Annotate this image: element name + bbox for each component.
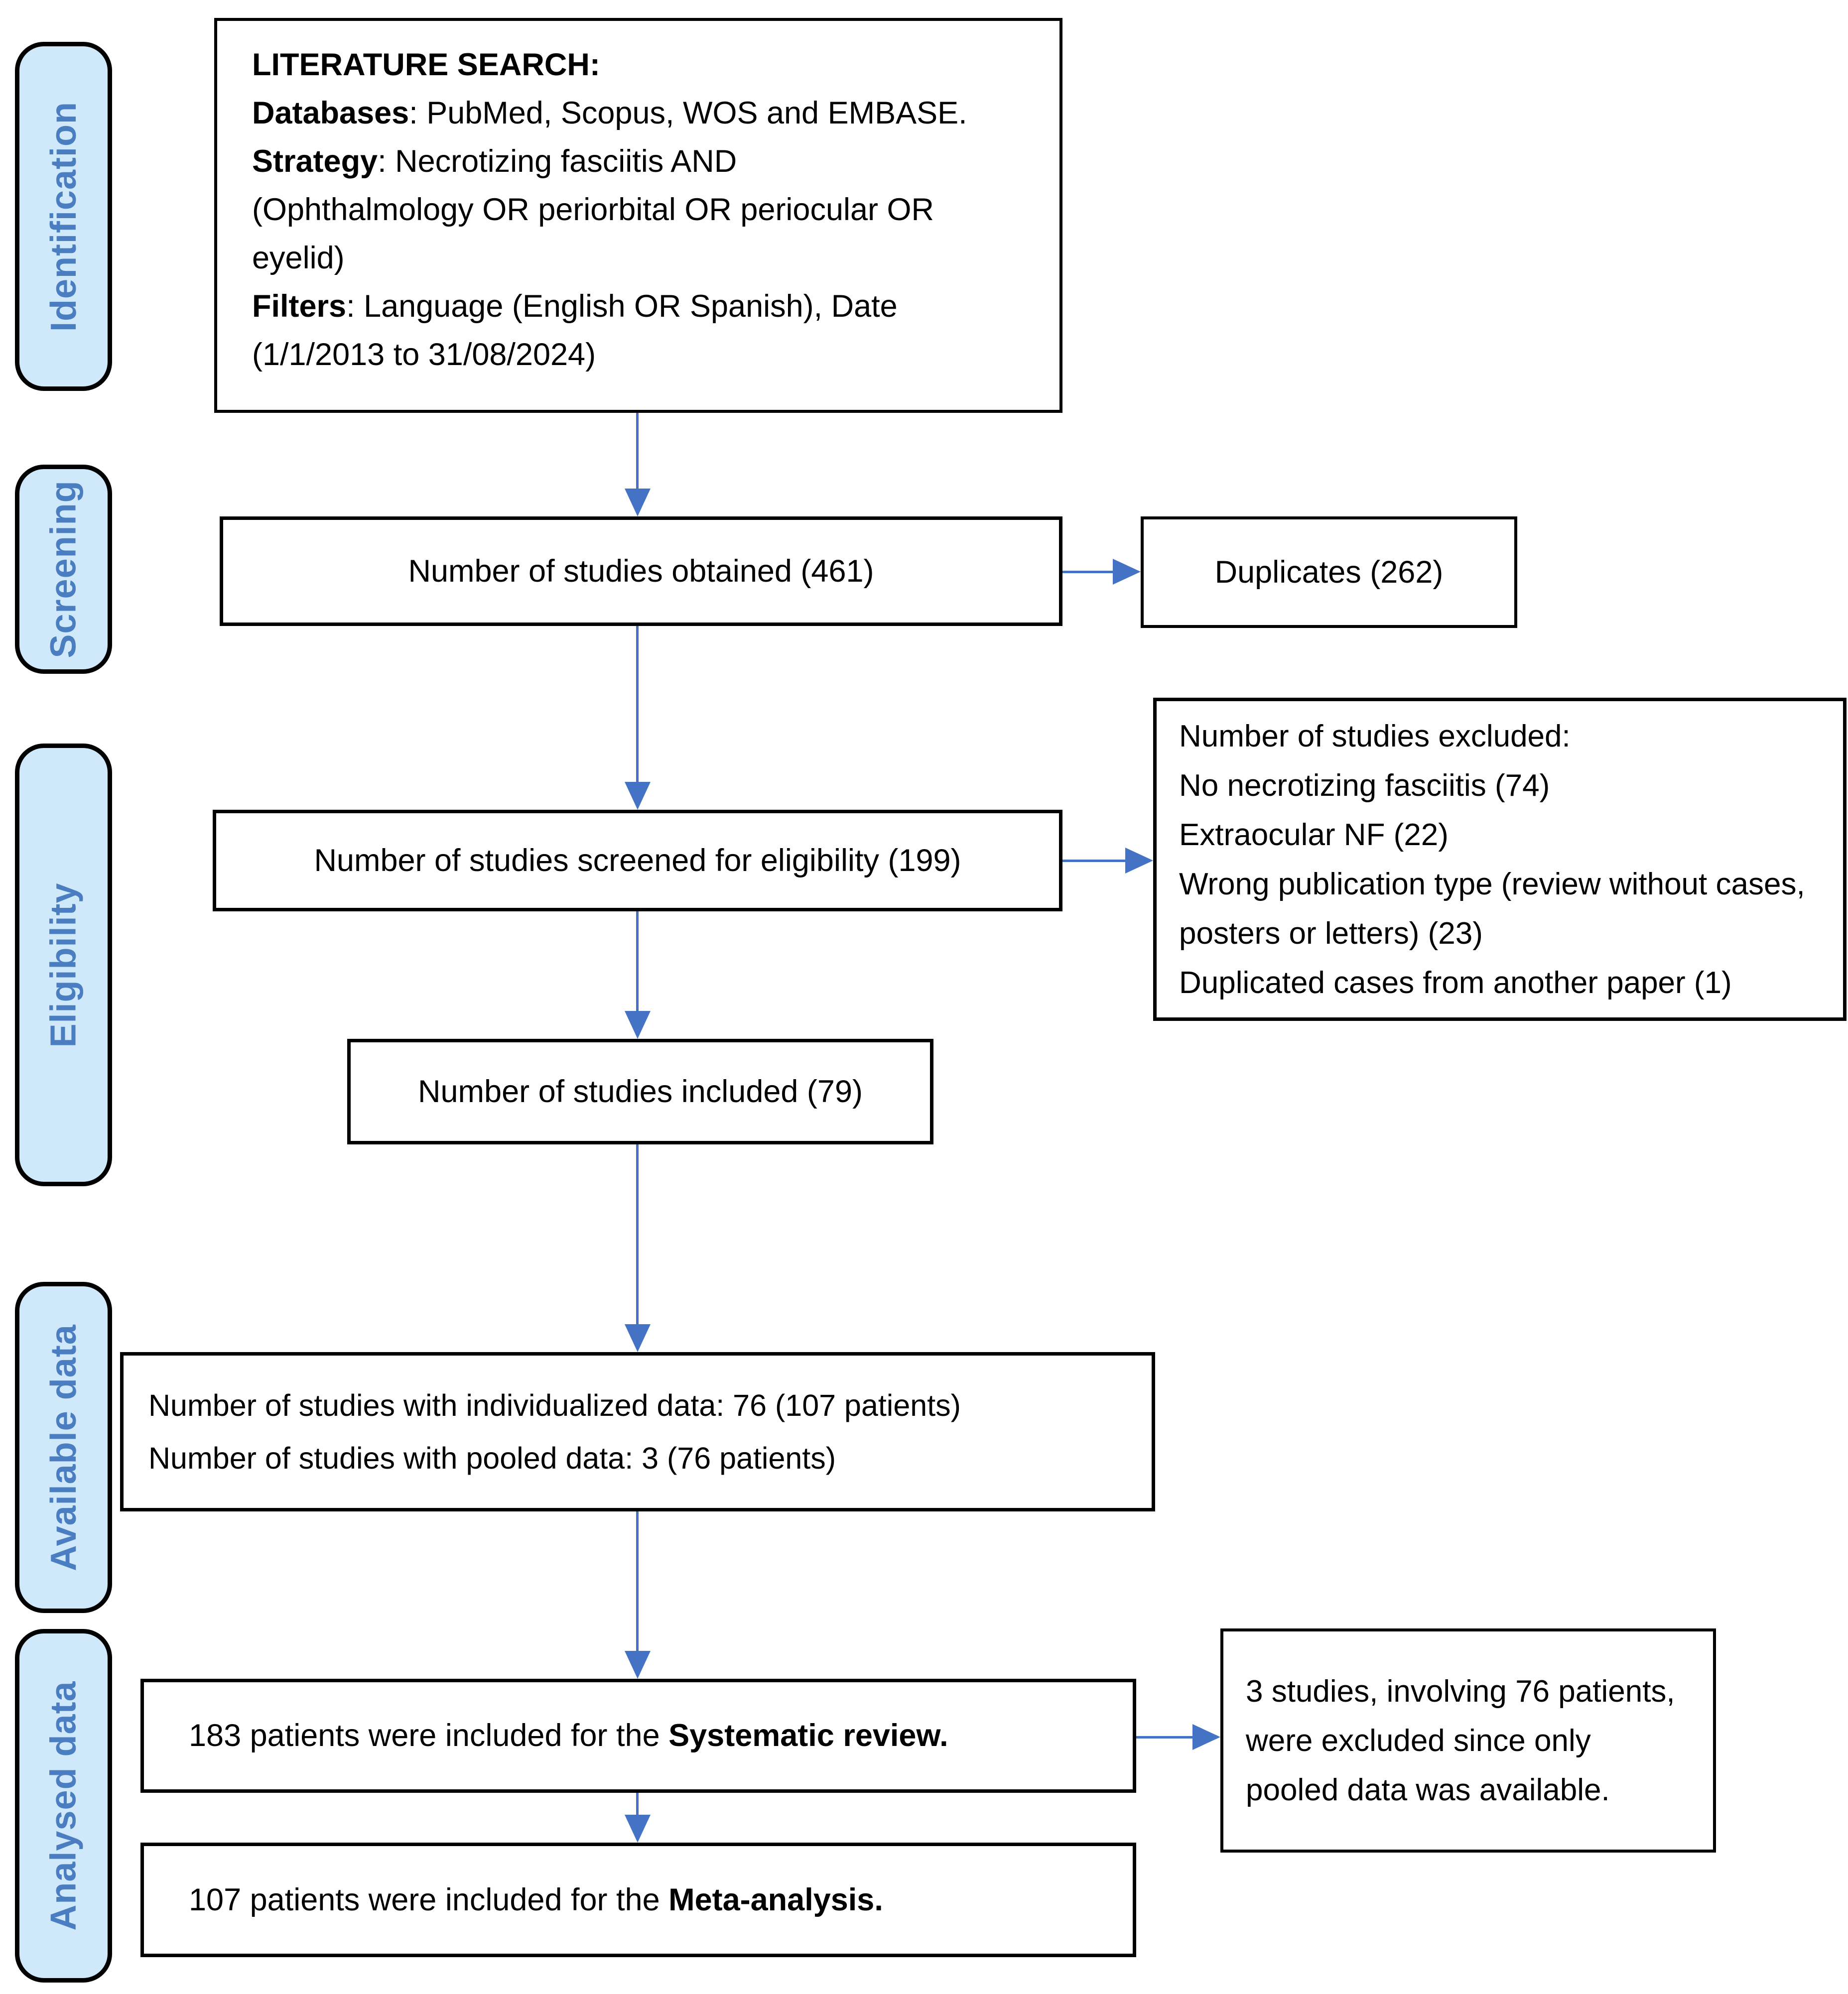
- arrow-head-icon: [625, 1815, 651, 1843]
- arrow-head-icon: [625, 1011, 651, 1039]
- arrow-shaft: [636, 626, 639, 782]
- stage-tab-available-data-label: Available data: [43, 1324, 84, 1571]
- text-line: LITERATURE SEARCH:: [252, 41, 1025, 89]
- text: eyelid): [252, 241, 345, 275]
- arrow-head-icon: [1113, 559, 1141, 585]
- text: : PubMed, Scopus, WOS and EMBASE.: [409, 96, 967, 130]
- systematic-review-text: 183 patients were included for the Syste…: [189, 1712, 1088, 1760]
- studies-included-text: Number of studies included (79): [418, 1074, 863, 1109]
- arrow-shaft: [1062, 571, 1115, 573]
- excluded-line: No necrotizing fasciitis (74): [1179, 768, 1550, 803]
- arrow-head-icon: [625, 1651, 651, 1679]
- bold-text: Filters: [252, 289, 347, 324]
- bold-text: Systematic review.: [668, 1718, 948, 1753]
- text-line: Strategy: Necrotizing fasciitis AND: [252, 137, 1025, 186]
- text: : Language (English OR Spanish), Date: [346, 289, 898, 324]
- stage-tab-analysed-data: Analysed data: [15, 1629, 112, 1983]
- text-line: Databases: PubMed, Scopus, WOS and EMBAS…: [252, 89, 1025, 137]
- arrow-shaft: [636, 911, 639, 1011]
- excluded-line: Duplicated cases from another paper (1): [1179, 965, 1732, 1000]
- box-pooled-excluded: 3 studies, involving 76 patients, were e…: [1220, 1628, 1716, 1853]
- available-data-line: Number of studies with individualized da…: [148, 1388, 961, 1422]
- box-studies-included: Number of studies included (79): [347, 1039, 933, 1144]
- text-line: eyelid): [252, 234, 1025, 282]
- excluded-line: Extraocular NF (22): [1179, 817, 1449, 852]
- text-line: (Ophthalmology OR periorbital OR periocu…: [252, 186, 1025, 234]
- meta-analysis-text: 107 patients were included for the Meta-…: [189, 1876, 1088, 1924]
- arrow-shaft: [636, 1511, 639, 1651]
- box-literature-search: LITERATURE SEARCH: Databases: PubMed, Sc…: [214, 18, 1062, 413]
- stage-tab-eligibility: Eligibility: [15, 744, 112, 1186]
- arrow-head-icon: [1125, 848, 1153, 873]
- stage-tab-eligibility-label: Eligibility: [43, 882, 84, 1048]
- excluded-line: Wrong publication type (review without c…: [1179, 867, 1805, 951]
- arrow-shaft: [1062, 860, 1127, 862]
- excluded-line: Number of studies excluded:: [1179, 719, 1571, 753]
- text: 183 patients were included for the: [189, 1718, 669, 1753]
- stage-tab-identification: Identification: [15, 42, 112, 391]
- bold-text: LITERATURE SEARCH:: [252, 47, 600, 82]
- studies-screened-text: Number of studies screened for eligibili…: [314, 843, 961, 878]
- arrow-head-icon: [625, 1324, 651, 1352]
- bold-text: Meta-analysis.: [668, 1882, 883, 1917]
- text-line: (1/1/2013 to 31/08/2024): [252, 331, 1025, 379]
- arrow-shaft: [636, 1793, 639, 1815]
- stage-tab-available-data: Available data: [15, 1282, 112, 1613]
- studies-obtained-text: Number of studies obtained (461): [408, 553, 874, 589]
- available-data-line: Number of studies with pooled data: 3 (7…: [148, 1441, 836, 1475]
- duplicates-text: Duplicates (262): [1214, 554, 1444, 590]
- bold-text: Strategy: [252, 144, 378, 179]
- arrow-shaft: [636, 413, 639, 489]
- stage-tab-analysed-data-label: Analysed data: [43, 1681, 84, 1931]
- text: : Necrotizing fasciitis AND: [378, 144, 737, 179]
- text-line: Filters: Language (English OR Spanish), …: [252, 282, 1025, 331]
- arrow-head-icon: [1192, 1724, 1220, 1750]
- arrow-shaft: [636, 1144, 639, 1324]
- box-duplicates: Duplicates (262): [1141, 516, 1517, 628]
- arrow-head-icon: [625, 782, 651, 810]
- stage-tab-identification-label: Identification: [43, 101, 84, 332]
- box-systematic-review: 183 patients were included for the Syste…: [140, 1679, 1136, 1793]
- box-studies-obtained: Number of studies obtained (461): [220, 516, 1062, 626]
- pooled-excluded-text: 3 studies, involving 76 patients, were e…: [1246, 1674, 1675, 1807]
- stage-tab-screening-label: Screening: [43, 480, 84, 658]
- arrow-shaft: [1136, 1736, 1194, 1739]
- text: (1/1/2013 to 31/08/2024): [252, 337, 596, 372]
- text: (Ophthalmology OR periorbital OR periocu…: [252, 192, 934, 227]
- box-available-data: Number of studies with individualized da…: [120, 1352, 1155, 1511]
- box-meta-analysis: 107 patients were included for the Meta-…: [140, 1843, 1136, 1957]
- box-studies-screened: Number of studies screened for eligibili…: [213, 810, 1062, 911]
- bold-text: Databases: [252, 96, 409, 130]
- box-studies-excluded: Number of studies excluded: No necrotizi…: [1153, 698, 1847, 1021]
- stage-tab-screening: Screening: [15, 465, 112, 674]
- arrow-head-icon: [625, 489, 651, 516]
- text: 107 patients were included for the: [189, 1882, 669, 1917]
